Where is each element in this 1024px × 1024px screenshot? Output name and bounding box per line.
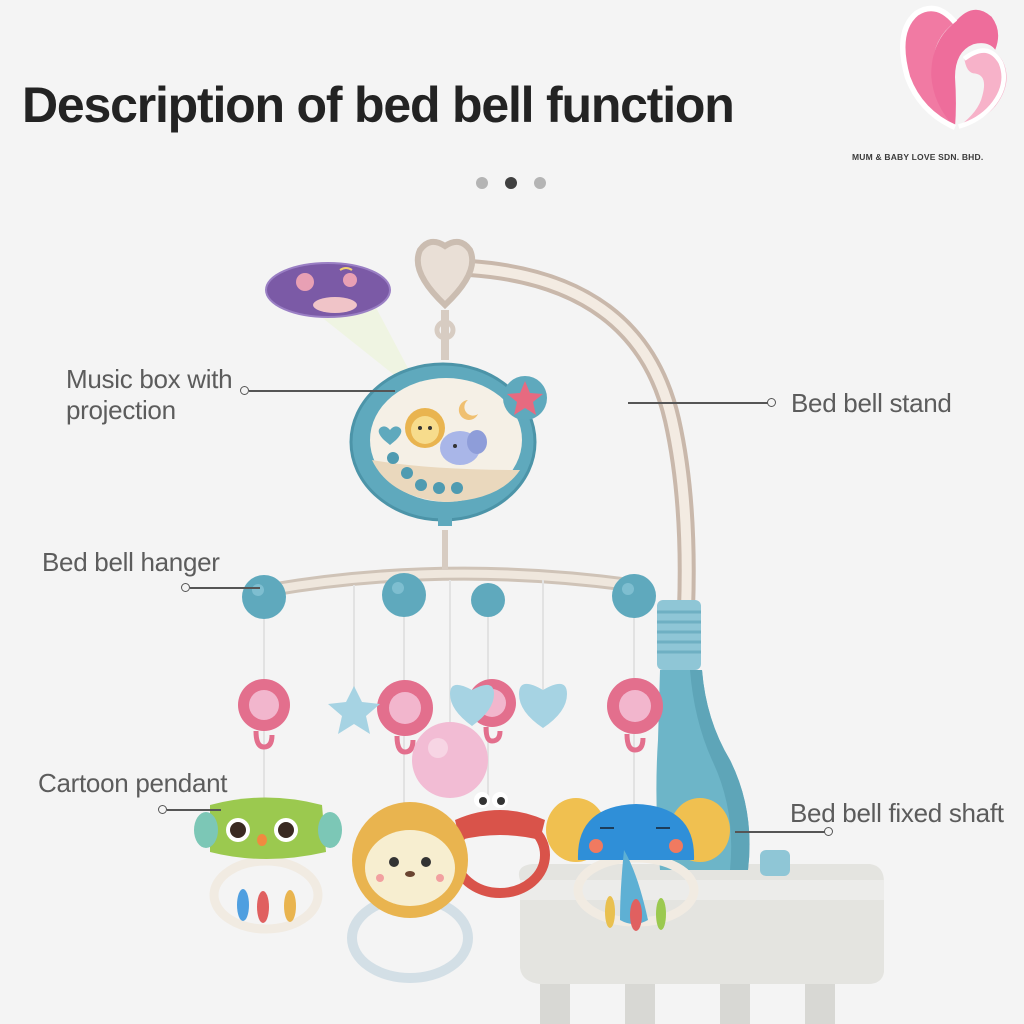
carousel-dot[interactable] xyxy=(476,177,488,189)
label-shaft: Bed bell fixed shaft xyxy=(790,798,1004,828)
callout-line-shaft xyxy=(735,831,825,833)
callout-line-music-box xyxy=(249,390,395,392)
callout-dot-stand xyxy=(767,398,776,407)
cartoon-pendants xyxy=(194,792,730,983)
callout-dot-music-box xyxy=(240,386,249,395)
crib-rail xyxy=(518,864,884,1024)
callout-line-hanger xyxy=(190,587,260,589)
callout-line-stand xyxy=(628,402,768,404)
page-title: Description of bed bell function xyxy=(22,77,735,133)
callout-dot-hanger xyxy=(181,583,190,592)
bed-bell-hanger xyxy=(242,530,656,619)
carousel-dot-active[interactable] xyxy=(505,177,517,189)
label-stand: Bed bell stand xyxy=(791,388,952,418)
projection xyxy=(265,262,410,378)
music-box xyxy=(349,362,547,526)
label-hanger: Bed bell hanger xyxy=(42,547,220,577)
carousel-dot[interactable] xyxy=(534,177,546,189)
brand-logo-icon xyxy=(900,5,1007,130)
label-music-box-line2: projection xyxy=(66,395,176,425)
label-pendant: Cartoon pendant xyxy=(38,768,228,798)
callout-line-pendant xyxy=(167,809,221,811)
label-music-box: Music box with projection xyxy=(66,364,233,426)
bed-bell-stand xyxy=(414,238,696,619)
callout-dot-pendant xyxy=(158,805,167,814)
label-music-box-line1: Music box with xyxy=(66,364,233,394)
brand-name: MUM & BABY LOVE SDN. BHD. xyxy=(852,152,984,162)
star-heart-pendants xyxy=(328,683,567,798)
callout-dot-shaft xyxy=(824,827,833,836)
carousel-pager xyxy=(476,177,546,189)
